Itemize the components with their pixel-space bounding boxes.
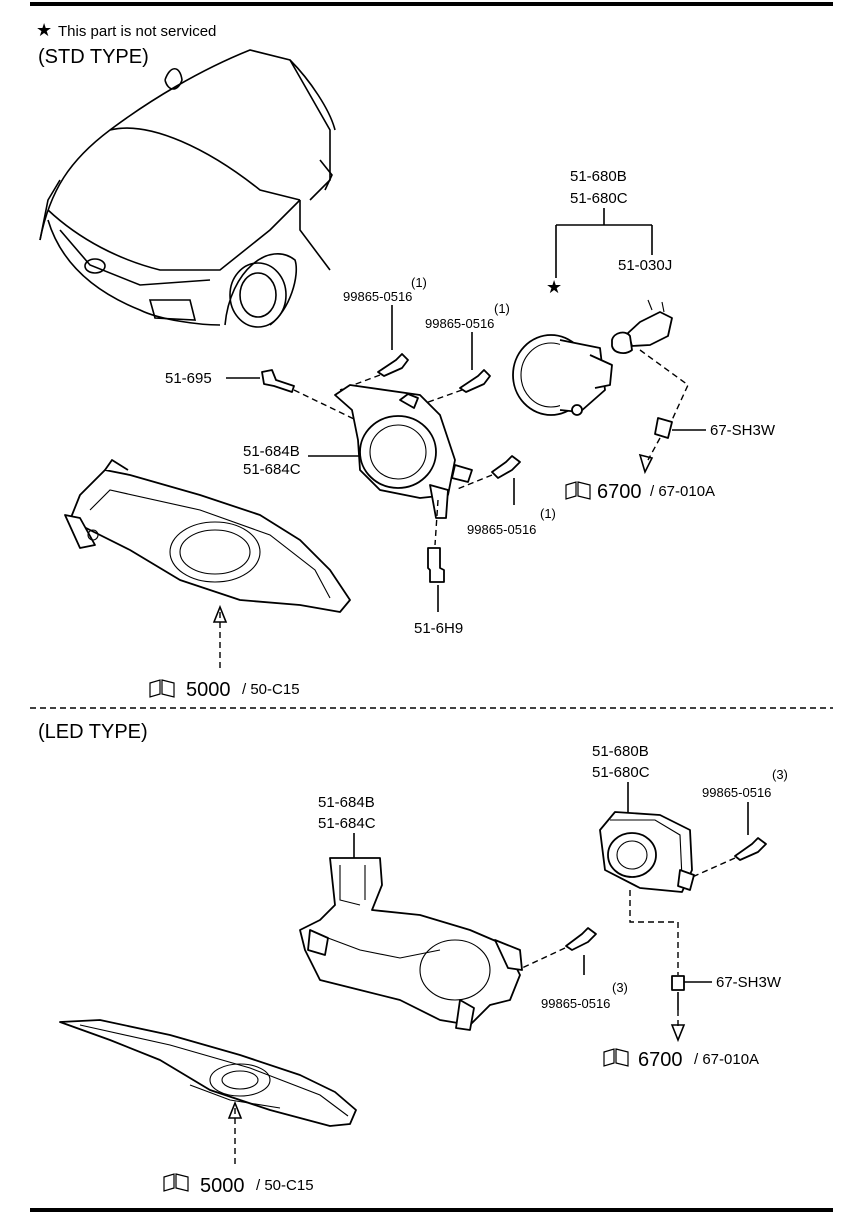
- std-socket-bulb-label: 51-030J: [618, 257, 672, 274]
- std-bolt-right-label: 99865-0516: [467, 522, 536, 537]
- led-wiring-ref-main: 6700: [638, 1049, 683, 1071]
- led-bolt: [734, 837, 767, 861]
- std-not-serviced-star-icon: ★: [546, 277, 562, 297]
- std-bumper-ref-main: 5000: [186, 679, 231, 701]
- std-screw-left-label: 51-695: [165, 370, 212, 387]
- std-bulb-part-a-label: 51-680B: [570, 168, 627, 185]
- led-connector-label: 67-SH3W: [716, 974, 782, 991]
- std-fog-lamp-unit: [512, 334, 613, 416]
- led-section-title: (LED TYPE): [38, 721, 148, 743]
- std-bolt-right-qty: (1): [540, 506, 556, 521]
- led-bolt2-qty: (3): [612, 980, 628, 995]
- std-wiring-dash: [639, 349, 689, 421]
- led-bolt2: [565, 927, 597, 951]
- std-bracket-b-label: 51-684C: [243, 461, 301, 478]
- std-wiring-ref-main: 6700: [597, 481, 642, 503]
- std-connector: [654, 417, 673, 439]
- std-wiring-ref-sub: / 67-010A: [650, 483, 715, 500]
- std-bolt-top1-qty: (1): [411, 275, 427, 290]
- led-bumper-ref-sub: / 50-C15: [256, 1177, 314, 1194]
- led-bumper-bezel: [59, 1019, 357, 1127]
- led-fog-lamp-unit: [599, 811, 695, 893]
- std-bolt-top1-label: 99865-0516: [343, 289, 412, 304]
- std-bumper-bezel: [64, 459, 351, 613]
- std-bolt-right: [491, 455, 521, 479]
- std-bracket-a-label: 51-684B: [243, 443, 300, 460]
- led-bracket-b-label: 51-684C: [318, 815, 376, 832]
- std-bumper-ref-sub: / 50-C15: [242, 681, 300, 698]
- std-bolt-top2: [459, 369, 491, 393]
- std-bolt-bottom: [427, 547, 445, 583]
- std-connector-label: 67-SH3W: [710, 422, 776, 439]
- std-bolt-top2-label: 99865-0516: [425, 316, 494, 331]
- led-bracket-a-label: 51-684B: [318, 794, 375, 811]
- legend-star-icon: ★: [36, 20, 52, 40]
- led-bracket: [299, 857, 523, 1031]
- std-screw-left: [261, 369, 295, 393]
- std-bulb-bracket-line: [555, 208, 653, 278]
- led-bolt-label: 99865-0516: [702, 785, 771, 800]
- std-bolt-top1: [377, 353, 409, 377]
- std-bolt-bottom-label: 51-6H9: [414, 620, 463, 637]
- std-bulb-part-b-label: 51-680C: [570, 190, 628, 207]
- led-lamp-a-label: 51-680B: [592, 743, 649, 760]
- led-bolt2-label: 99865-0516: [541, 996, 610, 1011]
- led-wiring-ref-sub: / 67-010A: [694, 1051, 759, 1068]
- led-bumper-ref-main: 5000: [200, 1175, 245, 1197]
- std-bumper-ref-book-icon: [149, 679, 175, 698]
- led-bumper-ref-book-icon: [163, 1173, 189, 1192]
- std-bulb: [611, 299, 673, 354]
- std-bracket: [334, 384, 473, 519]
- led-wiring-dash: [629, 890, 679, 975]
- legend-text: This part is not serviced: [58, 23, 216, 40]
- led-lamp-b-label: 51-680C: [592, 764, 650, 781]
- car-front-illustration: [39, 49, 336, 328]
- led-wiring-ref-book-icon: [603, 1048, 629, 1067]
- std-section-title: (STD TYPE): [38, 46, 149, 68]
- led-bolt-qty: (3): [772, 767, 788, 782]
- std-bolt-top2-qty: (1): [494, 301, 510, 316]
- led-connector: [671, 975, 685, 991]
- std-wiring-ref-book-icon: [565, 481, 591, 500]
- top-rule: [30, 2, 833, 6]
- bottom-rule: [30, 1208, 833, 1212]
